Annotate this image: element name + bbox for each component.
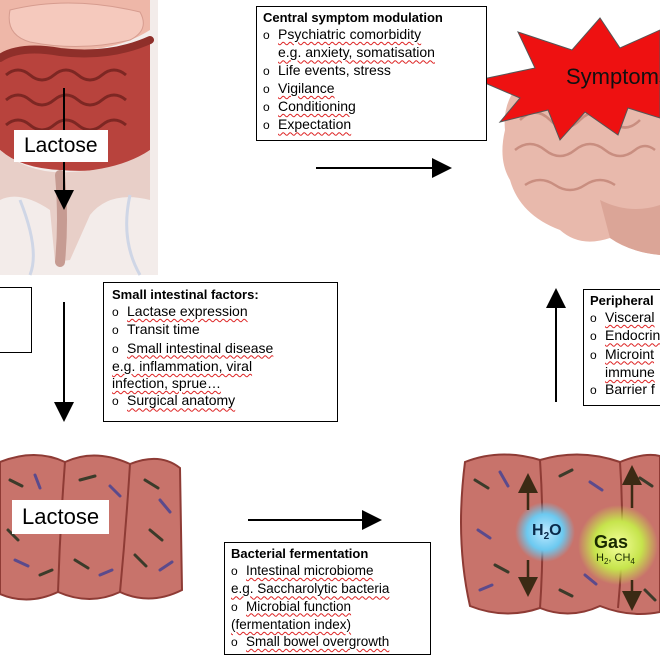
list-item: Barrier f bbox=[590, 381, 660, 399]
bacterial-fermentation-title: Bacterial fermentation bbox=[231, 546, 369, 561]
list-item: Endocrin bbox=[590, 327, 660, 345]
list-item: Vigilance bbox=[263, 80, 480, 98]
list-item: Psychiatric comorbidity bbox=[263, 26, 480, 44]
list-item: Life events, stress bbox=[263, 62, 480, 80]
small-intestinal-box: Small intestinal factors: Lactase expres… bbox=[103, 282, 338, 422]
list-item: Transit time bbox=[112, 321, 329, 339]
list-item: Expectation bbox=[263, 116, 480, 134]
gas-label: Gas bbox=[594, 532, 629, 552]
list-item: Visceral bbox=[590, 309, 660, 327]
list-item: Microint bbox=[590, 346, 660, 364]
list-item: (fermentation index) bbox=[231, 616, 352, 632]
lactose-label-colon: Lactose bbox=[12, 500, 110, 534]
list-item: e.g. inflammation, viral bbox=[112, 357, 253, 374]
partial-box-left bbox=[0, 287, 32, 353]
list-item: Surgical anatomy bbox=[112, 392, 329, 410]
list-item: Intestinal microbiome bbox=[231, 562, 424, 580]
list-item: Conditioning bbox=[263, 98, 480, 116]
symptoms-label: Symptoms bbox=[566, 64, 660, 89]
central-modulation-title: Central symptom modulation bbox=[263, 10, 443, 25]
list-item: Small bowel overgrowth bbox=[231, 633, 424, 651]
lactose-label-top: Lactose bbox=[14, 130, 108, 162]
water-label: H2O bbox=[532, 522, 562, 543]
peripheral-title: Peripheral bbox=[590, 293, 654, 308]
list-item: infection, sprue… bbox=[112, 375, 221, 392]
central-modulation-box: Central symptom modulation Psychiatric c… bbox=[256, 6, 487, 141]
peripheral-box: Peripheral Visceral Endocrin Microint im… bbox=[583, 289, 660, 406]
list-item: Small intestinal disease bbox=[112, 340, 329, 358]
list-item: Microbial function bbox=[231, 598, 424, 616]
symptoms-burst bbox=[476, 17, 660, 141]
bacterial-fermentation-box: Bacterial fermentation Intestinal microb… bbox=[224, 542, 431, 655]
colon-illustration-right bbox=[460, 453, 660, 615]
small-intestinal-title: Small intestinal factors: bbox=[112, 287, 259, 302]
gas-formula: H2, CH4 bbox=[596, 552, 635, 567]
list-item: e.g. Saccharolytic bacteria bbox=[231, 581, 390, 597]
list-item: Lactase expression bbox=[112, 303, 329, 321]
list-item: e.g. anxiety, somatisation bbox=[278, 44, 435, 61]
list-item: immune bbox=[605, 363, 655, 380]
